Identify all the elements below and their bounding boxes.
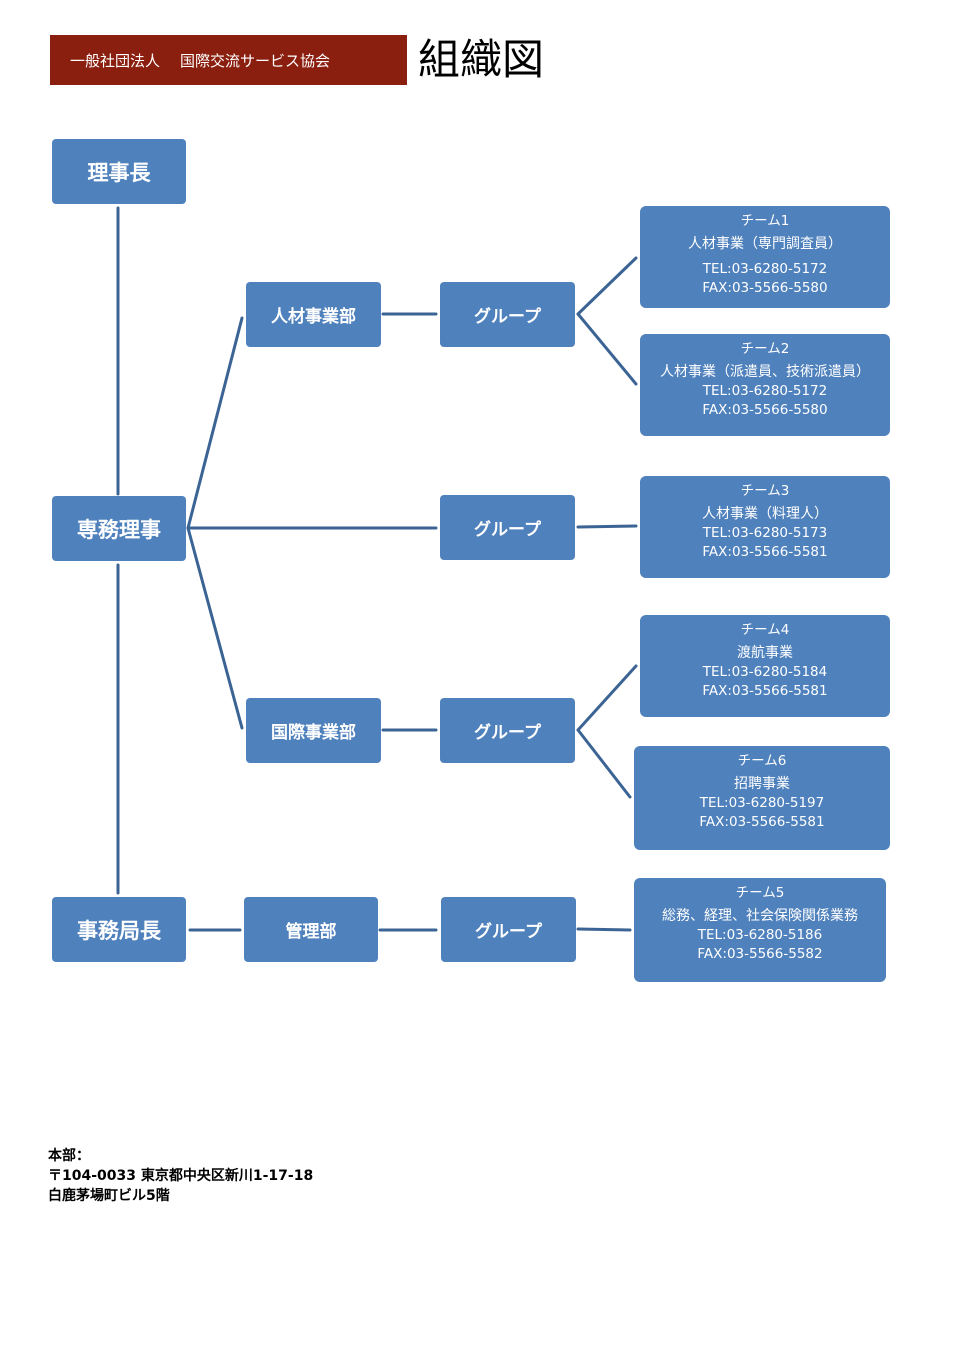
team-fax: FAX:03-5566-5581 (702, 544, 828, 560)
team-fax: FAX:03-5566-5582 (697, 946, 823, 962)
team-name: チーム6 (737, 753, 787, 769)
address-line2: 白鹿茅場町ビル5階 (48, 1188, 170, 1204)
admin-division-box: 管理部 (244, 897, 378, 962)
address-line1: 〒104-0033 東京都中央区新川1-17-18 (48, 1168, 314, 1184)
address-label: 本部： (48, 1148, 90, 1164)
team-fax: FAX:03-5566-5580 (702, 280, 828, 296)
page-title: 組織図 (418, 35, 545, 84)
team-tel: TEL:03-6280-5172 (702, 383, 828, 399)
connector-group-team6 (576, 728, 632, 799)
team-fax: FAX:03-5566-5581 (699, 814, 825, 830)
connector-md-hr (186, 316, 244, 530)
team-6-box: チーム6 招聘事業 TEL:03-6280-5197 FAX:03-5566-5… (634, 746, 890, 850)
team-fax: FAX:03-5566-5580 (702, 402, 828, 418)
connector-group-team2 (576, 312, 638, 386)
team-tel: TEL:03-6280-5172 (702, 261, 828, 277)
team-tel: TEL:03-6280-5173 (702, 525, 828, 541)
connector-group-team5 (576, 927, 632, 932)
team-name: チーム4 (740, 622, 790, 638)
hr-division-box: 人材事業部 (246, 282, 381, 347)
headquarters-address: 本部： 〒104-0033 東京都中央区新川1-17-18 白鹿茅場町ビル5階 (48, 1146, 313, 1206)
team-tel: TEL:03-6280-5197 (699, 795, 825, 811)
group-hr-box: グループ (440, 282, 575, 347)
org-type: 一般社団法人 (70, 51, 161, 70)
team-desc: 招聘事業 (734, 776, 790, 792)
secretary-general-box: 事務局長 (52, 897, 186, 962)
group-admin-box: グループ (441, 897, 576, 962)
team-name: チーム3 (740, 483, 790, 499)
team-tel: TEL:03-6280-5184 (702, 664, 828, 680)
group-intl-box: グループ (440, 698, 575, 763)
team-desc: 人材事業（専門調査員） (688, 236, 842, 252)
team-1-box: チーム1 人材事業（専門調査員） TEL:03-6280-5172 FAX:03… (640, 206, 890, 308)
team-desc: 渡航事業 (737, 645, 793, 661)
connector-group-team1 (576, 256, 638, 316)
team-name: チーム1 (740, 213, 790, 229)
team-desc: 人材事業（派遣員、技術派遣員） (660, 364, 870, 380)
team-name: チーム2 (740, 341, 790, 357)
connector-group-team3 (576, 524, 638, 529)
chairman-box: 理事長 (52, 139, 186, 204)
org-banner: 一般社団法人 国際交流サービス協会 (50, 35, 407, 85)
connector-md-intl (186, 526, 244, 730)
team-desc: 人材事業（料理人） (702, 506, 828, 522)
team-4-box: チーム4 渡航事業 TEL:03-6280-5184 FAX:03-5566-5… (640, 615, 890, 717)
team-name: チーム5 (735, 885, 785, 901)
team-fax: FAX:03-5566-5581 (702, 683, 828, 699)
team-3-box: チーム3 人材事業（料理人） TEL:03-6280-5173 FAX:03-5… (640, 476, 890, 578)
team-desc: 総務、経理、社会保険関係業務 (662, 908, 858, 924)
connector-group-team4 (576, 664, 638, 732)
team-2-box: チーム2 人材事業（派遣員、技術派遣員） TEL:03-6280-5172 FA… (640, 334, 890, 436)
intl-division-box: 国際事業部 (246, 698, 381, 763)
team-5-box: チーム5 総務、経理、社会保険関係業務 TEL:03-6280-5186 FAX… (634, 878, 886, 982)
org-name: 国際交流サービス協会 (180, 51, 331, 70)
managing-director-box: 専務理事 (52, 496, 186, 561)
group-mid-box: グループ (440, 495, 575, 560)
team-tel: TEL:03-6280-5186 (697, 927, 823, 943)
